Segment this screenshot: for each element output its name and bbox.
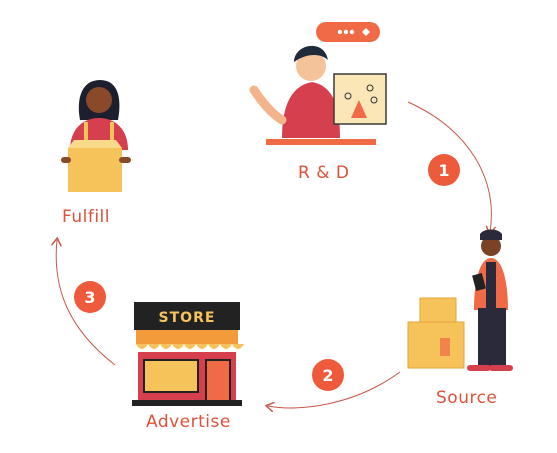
person-with-package-icon xyxy=(61,80,131,192)
arrow-advertise-to-fulfill xyxy=(56,240,116,366)
arrow-source-to-advertise xyxy=(268,371,401,408)
step-label-rd: R & D xyxy=(298,163,350,183)
store-sign: STORE xyxy=(159,310,216,326)
step-label-fulfill: Fulfill xyxy=(62,207,111,227)
step-label-source: Source xyxy=(436,388,498,408)
worker-with-boxes-icon xyxy=(407,229,513,371)
researcher-with-sketch-icon xyxy=(249,22,387,145)
step-badge-1: 1 xyxy=(428,154,460,186)
storefront-icon xyxy=(132,302,244,406)
step-badge-2: 2 xyxy=(312,359,344,391)
step-badge-3: 3 xyxy=(74,281,106,313)
arrow-rd-to-source xyxy=(407,101,491,232)
step-label-advertise: Advertise xyxy=(146,412,231,432)
